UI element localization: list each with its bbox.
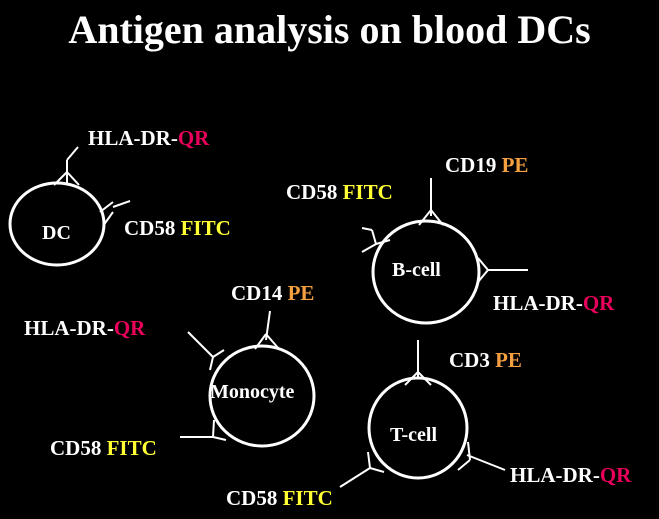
monocyte-hla-dr-antibody (187, 331, 225, 371)
b-cell-label: B-cell (392, 259, 441, 281)
marker-name: HLA-DR- (88, 126, 178, 150)
t-cell-hla-dr-antibody (457, 441, 506, 471)
marker-name: CD3 (449, 348, 496, 372)
monocyte-cd58-antibody (180, 419, 227, 441)
t-cell-cd58-label: CD58 FITC (226, 486, 333, 511)
dye-name: QR (177, 126, 210, 150)
monocyte-label: Monocyte (210, 381, 295, 403)
dc-cell-label: DC (42, 222, 71, 244)
monocyte-cd58-label: CD58 FITC (50, 436, 157, 461)
dc-cd58-antibody (99, 200, 131, 227)
marker-name: CD58 (50, 436, 107, 460)
dc-cd58-label: CD58 FITC (124, 216, 231, 241)
b-cell-hla-dr-label: HLA-DR-QR (493, 291, 614, 316)
b-cell-cd19-label: CD19 PE (445, 153, 528, 178)
dye-name: PE (501, 153, 529, 177)
marker-name: CD58 (286, 180, 343, 204)
marker-name: CD19 (445, 153, 502, 177)
dye-name: FITC (106, 436, 157, 460)
t-cell-cd3-label: CD3 PE (449, 348, 522, 373)
b-cell-circle (371, 219, 481, 325)
dye-name: QR (582, 291, 615, 315)
t-cell-cd3-antibody (404, 340, 432, 386)
dc-hla-dr-label: HLA-DR-QR (88, 126, 209, 151)
marker-name: HLA-DR- (493, 291, 583, 315)
dye-name: QR (599, 463, 632, 487)
dc-hla-dr-antibody (53, 146, 80, 186)
marker-name: CD58 (124, 216, 181, 240)
dye-name: QR (113, 316, 146, 340)
dye-name: FITC (342, 180, 393, 204)
t-cell-label: T-cell (390, 424, 438, 446)
dye-name: FITC (282, 486, 333, 510)
b-cell-cd19-antibody (418, 178, 444, 226)
b-cell-hla-dr-antibody (477, 257, 528, 283)
monocyte-cd14-label: CD14 PE (231, 281, 314, 306)
marker-name: CD14 (231, 281, 288, 305)
dye-name: PE (287, 281, 315, 305)
monocyte-cd14-antibody (254, 310, 280, 350)
marker-name: HLA-DR- (510, 463, 600, 487)
monocyte-hla-dr-label: HLA-DR-QR (24, 316, 145, 341)
monocyte-circle (208, 344, 316, 448)
b-cell-cd58-antibody (361, 227, 391, 253)
b-cell-cd58-label: CD58 FITC (286, 180, 393, 205)
marker-name: HLA-DR- (24, 316, 114, 340)
dye-name: PE (495, 348, 522, 372)
diagram-title: Antigen analysis on blood DCs (68, 7, 591, 52)
dye-name: FITC (180, 216, 231, 240)
marker-name: CD58 (226, 486, 283, 510)
t-cell-hla-dr-label: HLA-DR-QR (510, 463, 631, 488)
t-cell-cd58-antibody (339, 451, 385, 488)
